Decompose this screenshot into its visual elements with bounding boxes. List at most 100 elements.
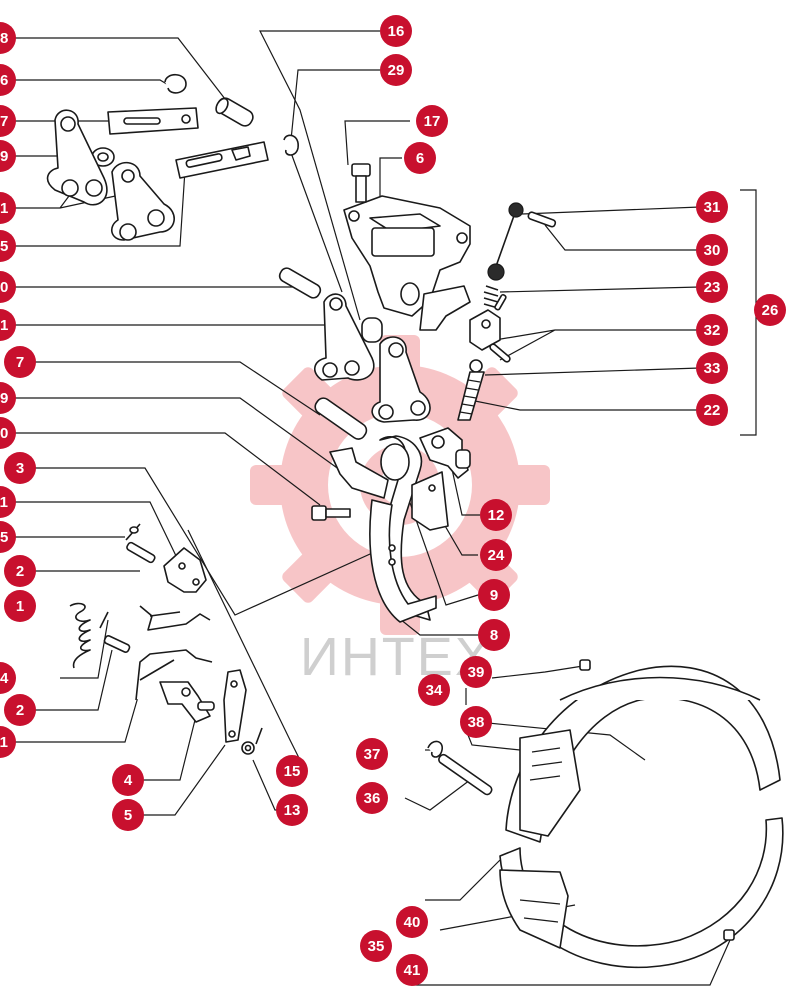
callout-24: 24 (480, 539, 512, 571)
callout-number: 7 (16, 354, 24, 371)
callout-27: 27 (0, 105, 16, 137)
callout-number: 4 (124, 772, 133, 789)
part-pin-36 (438, 753, 493, 796)
callout-markers: 1816271921251021719203111521142114516291… (0, 15, 786, 986)
callout-badge (0, 417, 16, 449)
part-bracket-3 (163, 547, 207, 593)
callout-number: 33 (704, 360, 721, 377)
callout-number: 10 (0, 279, 8, 296)
callout-26: 26 (754, 294, 786, 326)
callout-badge (460, 706, 492, 738)
callout-badge (0, 486, 16, 518)
callout-number: 32 (704, 322, 721, 339)
callout-badge (418, 674, 450, 706)
callout-badge (396, 954, 428, 986)
callout-badge (0, 521, 16, 553)
callout-13: 13 (276, 794, 308, 826)
callout-1: 1 (4, 590, 36, 622)
callout-41: 41 (396, 954, 428, 986)
callout-number: 25 (0, 238, 8, 255)
callout-number: 3 (16, 460, 24, 477)
callout-number: 2 (16, 702, 24, 719)
part-spring-1 (69, 602, 91, 669)
callout-number: 2 (16, 563, 24, 580)
part-bolt-20 (311, 505, 351, 521)
part-cam-12 (419, 427, 471, 479)
callout-badge (0, 140, 16, 172)
callout-number: 19 (0, 390, 8, 407)
callout-number: 21 (0, 200, 8, 217)
part-upper-brake-band (505, 665, 781, 843)
callout-number: 37 (364, 746, 381, 763)
part-link-arms-21 (46, 109, 108, 206)
watermark-text: ИНТЕХ (300, 627, 493, 687)
part-link-plate-27 (107, 107, 199, 135)
callout-20: 20 (0, 417, 16, 449)
callout-number: 14 (0, 670, 9, 687)
callout-number: 24 (488, 547, 505, 564)
part-split-pin-14 (99, 611, 109, 629)
callout-22: 22 (696, 394, 728, 426)
callout-badge (0, 192, 16, 224)
part-circlip-16 (164, 73, 187, 94)
part-bolt-17 (351, 163, 371, 203)
callout-badge (4, 590, 36, 622)
part-rod-11b (135, 649, 213, 701)
callout-number: 38 (468, 714, 485, 731)
callout-number: 40 (404, 914, 421, 931)
callout-number: 31 (704, 199, 721, 216)
callout-40: 40 (396, 906, 428, 938)
callout-badge (0, 309, 16, 341)
callout-number: 15 (284, 763, 301, 780)
callout-badge (0, 382, 16, 414)
part-clevis-4 (159, 681, 215, 723)
callout-badge (404, 142, 436, 174)
callout-badge (696, 191, 728, 223)
callout-number: 11 (0, 494, 8, 511)
part-bracket-19b (329, 447, 389, 499)
callout-badge (696, 314, 728, 346)
callout-4: 4 (112, 764, 144, 796)
part-pin-18 (215, 97, 254, 127)
callout-number: 12 (488, 507, 505, 524)
callout-3: 3 (4, 452, 36, 484)
part-split-pin-15a (125, 523, 141, 541)
callout-badge (0, 105, 16, 137)
part-pin-2b (103, 635, 131, 653)
callout-17: 17 (416, 105, 448, 137)
callout-number: 23 (704, 279, 721, 296)
part-screw-22 (457, 359, 485, 421)
callout-23: 23 (696, 271, 728, 303)
callout-number: 13 (284, 802, 301, 819)
callout-badge (0, 230, 16, 262)
callout-37: 37 (356, 738, 388, 770)
callout-35: 35 (360, 930, 392, 962)
callout-2: 2 (4, 694, 36, 726)
callout-badge (276, 794, 308, 826)
callout-badge (696, 271, 728, 303)
callout-badge (754, 294, 786, 326)
part-plate-slotted (175, 141, 269, 179)
part-clip-37 (427, 740, 443, 758)
callout-16: 16 (380, 15, 412, 47)
callout-badge (480, 499, 512, 531)
callout-34: 34 (418, 674, 450, 706)
callout-badge (396, 906, 428, 938)
callout-18: 18 (0, 22, 16, 54)
callout-badge (478, 579, 510, 611)
callout-5: 5 (112, 799, 144, 831)
callout-11: 11 (0, 726, 16, 758)
callout-badge (0, 64, 16, 96)
callout-12: 12 (480, 499, 512, 531)
callout-39: 39 (460, 656, 492, 688)
callout-badge (4, 346, 36, 378)
part-nut-32 (469, 309, 501, 351)
callout-badge (4, 555, 36, 587)
callout-number: 36 (364, 790, 381, 807)
callout-badge (696, 234, 728, 266)
part-housing-6 (343, 195, 471, 331)
callout-badge (696, 394, 728, 426)
leader-lines (10, 30, 757, 986)
callout-badge (0, 22, 16, 54)
callout-7: 7 (4, 346, 36, 378)
